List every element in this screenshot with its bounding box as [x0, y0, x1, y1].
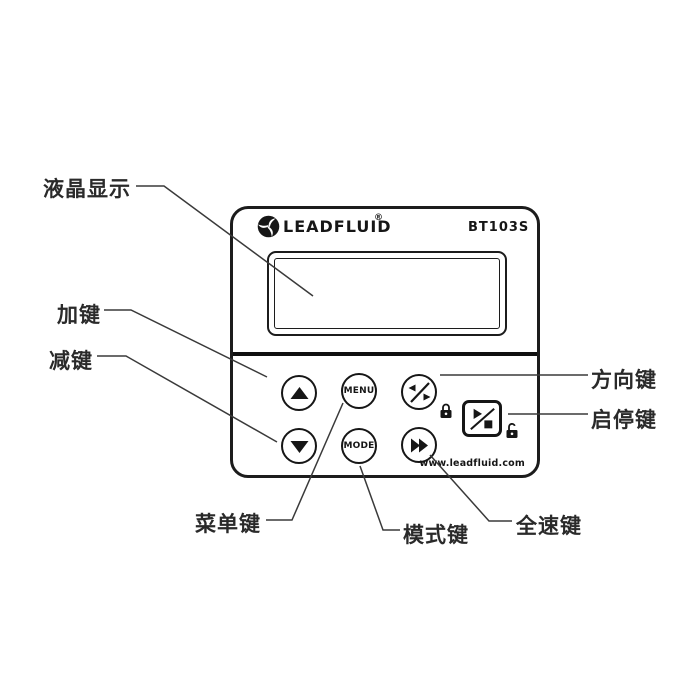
registered-trademark: ®: [374, 213, 383, 223]
closed-padlock-icon: [440, 403, 452, 418]
pump-control-panel: LEADFLUID ® BT103S MENU MODE: [230, 206, 540, 478]
direction-key-button: [401, 374, 437, 410]
up-triangle-icon: [290, 386, 308, 399]
label-mode-key: 模式键: [403, 522, 469, 547]
label-menu-key: 菜单键: [195, 511, 261, 536]
mode-key-label: MODE: [343, 441, 375, 451]
label-plus-key: 加键: [57, 302, 101, 327]
model-number: BT103S: [468, 220, 530, 235]
down-triangle-icon: [290, 440, 308, 453]
increase-key-button: [281, 375, 317, 411]
fast-forward-icon: [410, 438, 428, 452]
label-minus-key: 减键: [49, 348, 93, 373]
label-lcd-display: 液晶显示: [43, 176, 131, 201]
play-stop-slash-icon: [469, 407, 495, 430]
panel-divider: [233, 352, 537, 356]
decrease-key-button: [281, 428, 317, 464]
menu-key-label: MENU: [343, 386, 375, 396]
start-stop-key-button: [462, 400, 502, 437]
lcd-display: [267, 251, 507, 336]
label-full-speed-key: 全速键: [516, 513, 582, 538]
open-padlock-icon: [506, 423, 518, 438]
brand-row: LEADFLUID ® BT103S: [233, 209, 537, 245]
website-url: www.leadfluid.com: [419, 458, 525, 469]
label-direction-key: 方向键: [591, 367, 657, 392]
menu-key-button: MENU: [341, 373, 377, 409]
full-speed-key-button: [401, 427, 437, 463]
mode-key-button: MODE: [341, 428, 377, 464]
label-start-stop-key: 启停键: [591, 407, 657, 432]
leadfluid-logo-icon: [257, 215, 280, 238]
lcd-screen: [274, 258, 500, 329]
reverse-direction-arrows-slash-icon: [408, 381, 430, 403]
